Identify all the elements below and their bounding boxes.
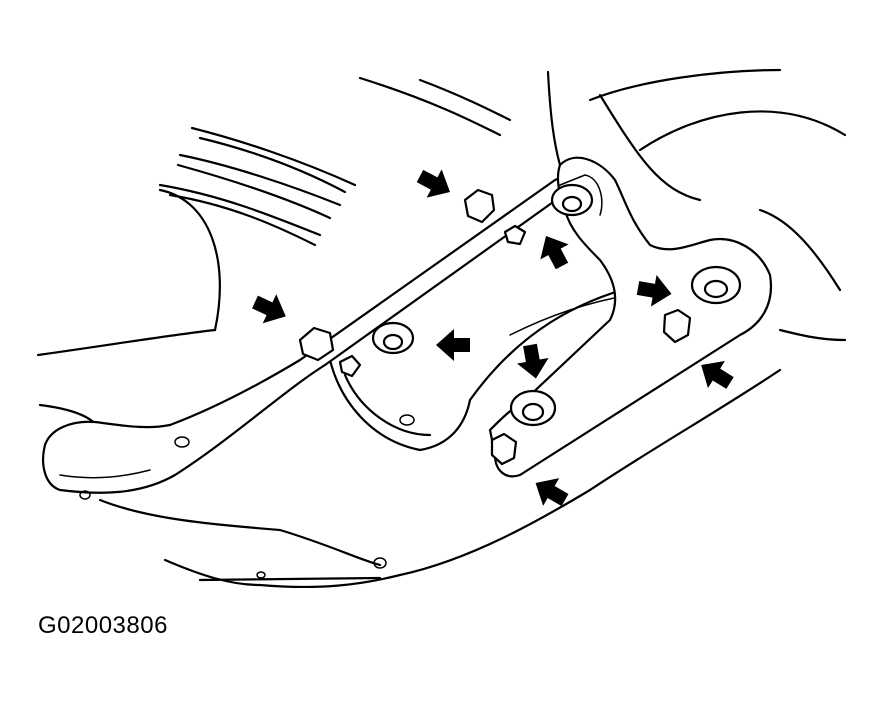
fasteners: [298, 183, 742, 466]
black-arrow-icon: [436, 329, 470, 361]
body-holes: [256, 557, 387, 579]
black-arrow-icon: [517, 343, 549, 379]
black-arrow-icon: [535, 478, 569, 507]
figure-reference-code: G02003806: [38, 612, 168, 639]
mounting-plate: [488, 156, 773, 478]
black-arrow-icon: [636, 275, 672, 307]
callout-arrows: [252, 169, 734, 507]
nut-lower-plate: [509, 389, 557, 427]
black-arrow-icon: [540, 235, 569, 270]
nut-right-plate: [690, 265, 742, 305]
nut-center: [371, 321, 415, 355]
black-arrow-icon: [252, 294, 286, 324]
vehicle-underbody-outline: [36, 68, 847, 589]
exhaust-mount-diagram: [36, 68, 847, 589]
nut-left-bracket: [298, 326, 362, 378]
stud-right: [662, 308, 692, 344]
black-arrow-icon: [701, 360, 734, 389]
frame-rail-lines: [158, 126, 357, 247]
stud-lower-left: [490, 432, 518, 466]
nut-top-plate: [550, 183, 594, 217]
black-arrow-icon: [416, 169, 451, 198]
nut-upper-left: [463, 188, 527, 246]
